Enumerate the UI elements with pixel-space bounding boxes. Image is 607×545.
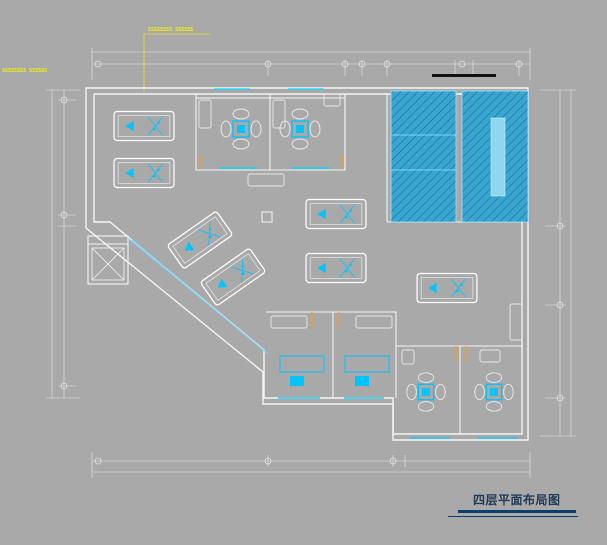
windows bbox=[214, 88, 518, 439]
interior-walls bbox=[87, 94, 522, 434]
elevator bbox=[91, 247, 125, 281]
column bbox=[261, 211, 273, 223]
outer-walls bbox=[85, 87, 529, 441]
doors bbox=[199, 156, 467, 362]
hatched-rooms bbox=[390, 90, 529, 223]
sofas bbox=[198, 93, 523, 365]
scale-bar bbox=[432, 74, 496, 77]
diagonal-glazing bbox=[127, 237, 269, 355]
dimension-lines bbox=[46, 48, 576, 478]
title-underline-thick bbox=[458, 510, 576, 513]
office-desks bbox=[279, 355, 390, 386]
top-annotation: SSSSSSSS SSSSSS bbox=[148, 27, 194, 33]
axis-bubbles bbox=[60, 60, 564, 465]
left-annotation: SSSSSSSS SSSSSS bbox=[2, 68, 48, 74]
drawing-title: 四层平面布局图 bbox=[473, 493, 561, 507]
title-underline-thin bbox=[448, 516, 578, 517]
